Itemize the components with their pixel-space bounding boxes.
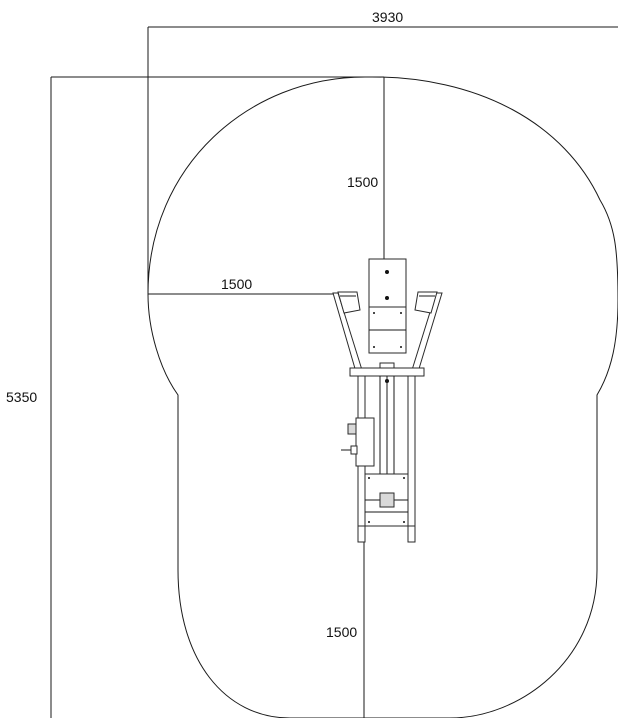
control-knob [347,423,357,435]
left-foot [357,525,366,543]
lever-grip [350,445,358,455]
bolt-dot [400,346,402,348]
top-radius-dimension: 1500 [347,77,385,259]
bolt-dot [368,521,370,523]
bolt-dot [403,477,405,479]
width-label: 3930 [372,9,403,25]
bolt-dot [400,312,402,314]
side-radius-label: 1500 [221,276,252,292]
right-rail [407,375,416,543]
right-handle [414,291,438,314]
bolt-dot [385,296,389,300]
top-radius-label: 1500 [347,174,378,190]
length-label: 5350 [6,389,37,405]
bottom-radius-label: 1500 [326,624,357,640]
bolt-dot [368,477,370,479]
length-dimension: 5350 [6,76,384,718]
bolt-dot [385,270,389,274]
bottom-radius-dimension: 1500 [326,540,365,718]
safety-zone-outline [147,76,618,718]
crossbar-bracket [379,362,395,369]
exercise-machine [332,258,443,543]
bolt-dot [373,346,375,348]
width-dimension: 3930 [147,9,618,294]
base-clamp [379,492,395,508]
bolt-dot [373,312,375,314]
crossbar [349,367,425,377]
right-foot [407,525,416,543]
control-box [355,417,375,467]
bolt-dot [403,521,405,523]
side-radius-dimension: 1500 [148,276,333,295]
left-handle [337,291,361,314]
